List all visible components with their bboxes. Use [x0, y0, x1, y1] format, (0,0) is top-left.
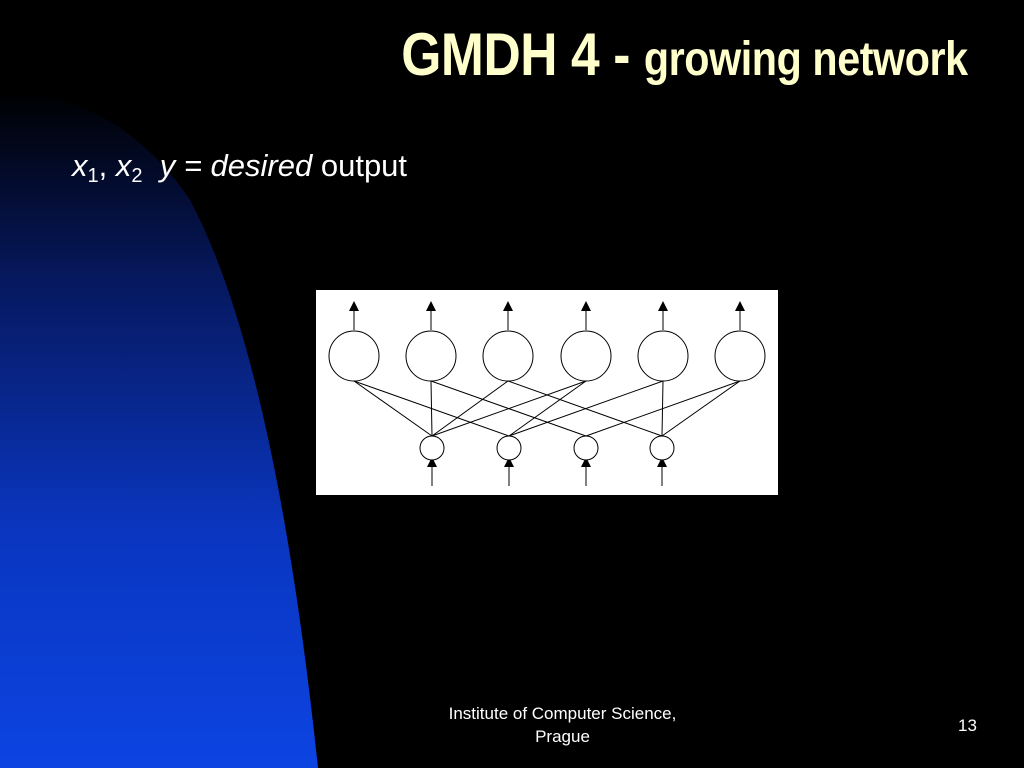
- hidden-neuron: [714, 330, 766, 382]
- body-text-line: x1, x2 y = desired output: [72, 148, 407, 188]
- desired-expression: y = desired: [159, 148, 313, 183]
- background-blue-arc: [0, 90, 318, 768]
- footer-line-1: Institute of Computer Science,: [448, 704, 677, 723]
- connection-line: [431, 380, 509, 437]
- title-sub: growing network: [644, 33, 968, 86]
- connection-line: [353, 380, 510, 437]
- slide-title: GMDH 4 - growing network: [401, 20, 969, 89]
- connection-line: [507, 380, 663, 437]
- connection-line: [430, 380, 587, 437]
- hidden-neuron: [637, 330, 689, 382]
- hidden-neuron: [405, 330, 457, 382]
- sub-x1: 1: [87, 165, 99, 187]
- network-diagram: [316, 290, 778, 495]
- connection-line: [353, 380, 433, 437]
- connection-line: [661, 380, 664, 437]
- sub-x2: 2: [131, 165, 143, 187]
- input-neuron: [496, 435, 522, 461]
- connection-line: [661, 380, 741, 437]
- hidden-neuron: [328, 330, 380, 382]
- var-x1: x: [72, 148, 88, 183]
- var-x2: x: [115, 148, 132, 183]
- hidden-neuron: [482, 330, 534, 382]
- input-neuron: [419, 435, 445, 461]
- hidden-neuron: [560, 330, 612, 382]
- input-neuron: [573, 435, 599, 461]
- network-svg: [328, 301, 766, 486]
- footer-line-2: Prague: [535, 727, 590, 746]
- footer-institute: Institute of Computer Science, Prague: [420, 702, 705, 748]
- page-number: 13: [958, 716, 977, 735]
- output-word: output: [312, 148, 408, 183]
- input-neuron: [649, 435, 675, 461]
- connection-line: [508, 380, 587, 437]
- comma-separator: ,: [98, 148, 116, 183]
- title-main: GMDH 4 -: [401, 21, 645, 88]
